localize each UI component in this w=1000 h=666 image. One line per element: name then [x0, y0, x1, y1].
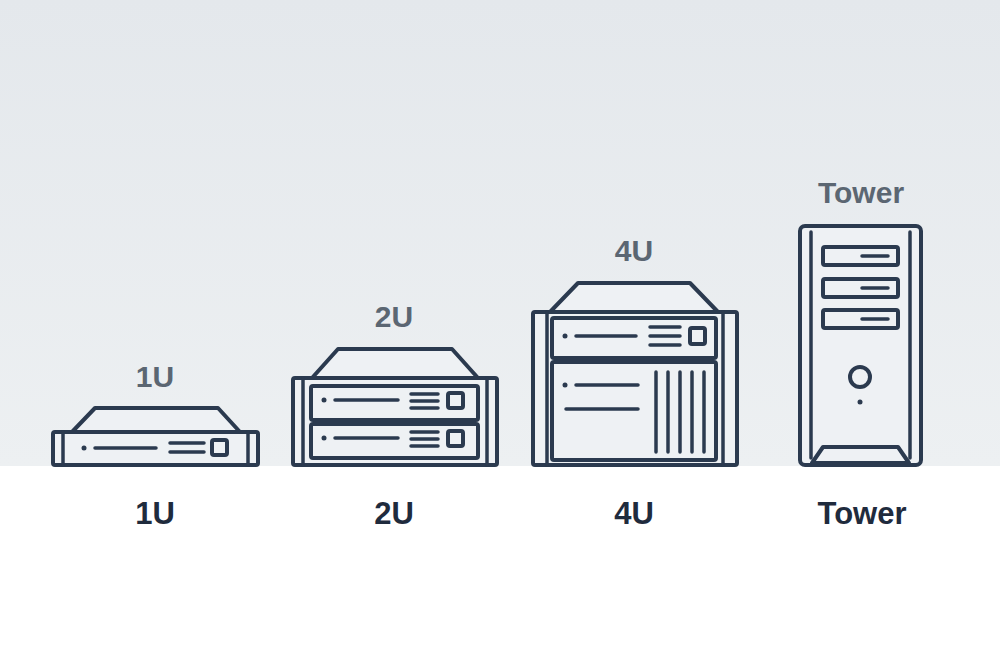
backdrop	[0, 0, 1000, 466]
size-heading: Tower	[818, 178, 904, 208]
size-caption: 4U	[614, 498, 654, 529]
server-2u-icon	[293, 349, 497, 465]
vent-slot	[690, 372, 694, 452]
server-1u-icon	[53, 408, 258, 465]
vent-slot	[666, 372, 670, 452]
size-caption: 2U	[374, 498, 414, 529]
floor	[0, 466, 1000, 666]
tower-server-icon	[800, 226, 921, 465]
vent-slot	[678, 372, 682, 452]
size-heading: 2U	[375, 302, 413, 332]
server-4u-icon	[533, 283, 737, 465]
vent-slot	[654, 372, 658, 452]
size-caption: Tower	[818, 498, 907, 529]
vent-slot	[702, 372, 706, 452]
size-caption: 1U	[135, 498, 175, 529]
size-heading: 4U	[615, 236, 653, 266]
size-heading: 1U	[136, 362, 174, 392]
